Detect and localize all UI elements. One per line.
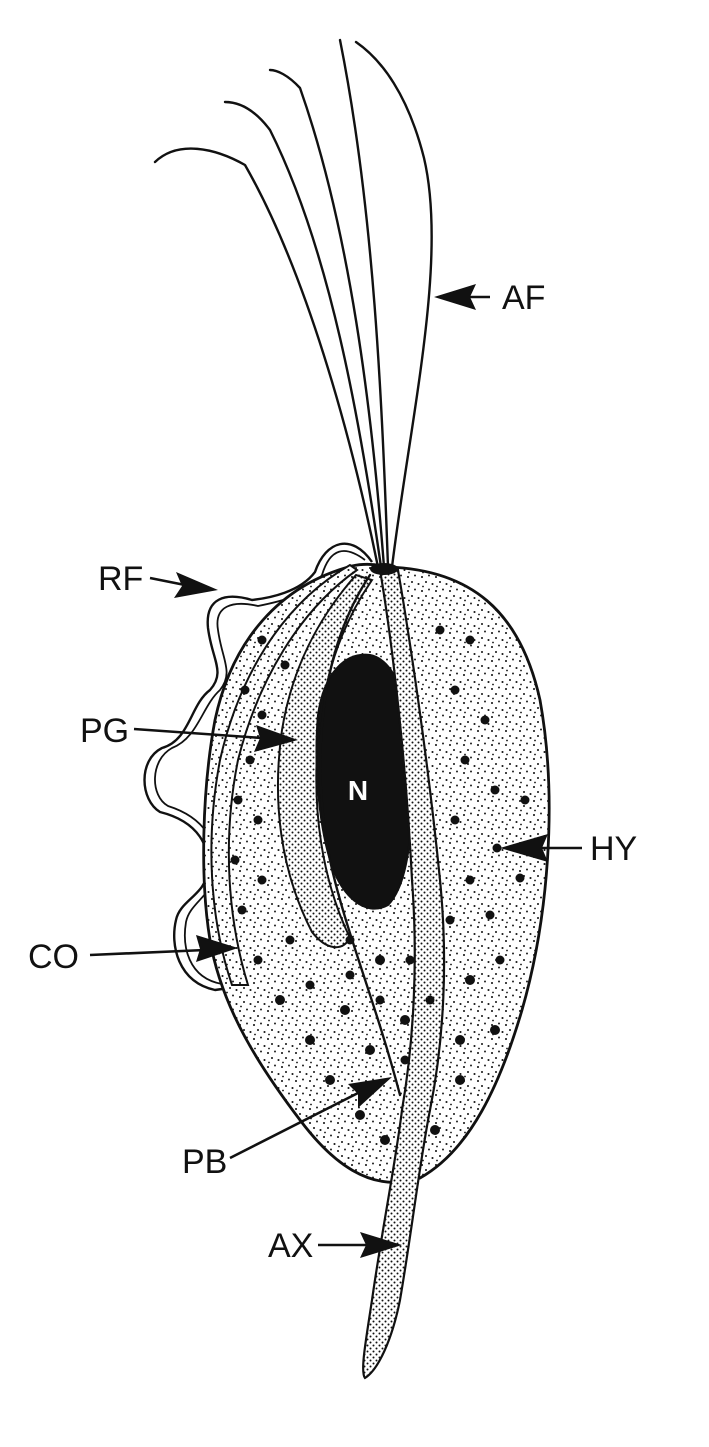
af-label: AF: [502, 279, 545, 317]
af-arrowhead: [434, 284, 476, 310]
ax-label: AX: [268, 1227, 313, 1265]
basal-body-complex: [370, 563, 398, 575]
callout-af: AF: [434, 279, 545, 317]
nucleus-label: N: [348, 775, 368, 806]
hy-label: HY: [590, 830, 637, 868]
co-label: CO: [28, 938, 79, 976]
callout-rf: RF: [98, 560, 218, 598]
rf-label: RF: [98, 560, 143, 598]
pg-label: PG: [80, 712, 129, 750]
pb-label: PB: [182, 1143, 227, 1181]
anterior-flagella: [155, 40, 432, 567]
